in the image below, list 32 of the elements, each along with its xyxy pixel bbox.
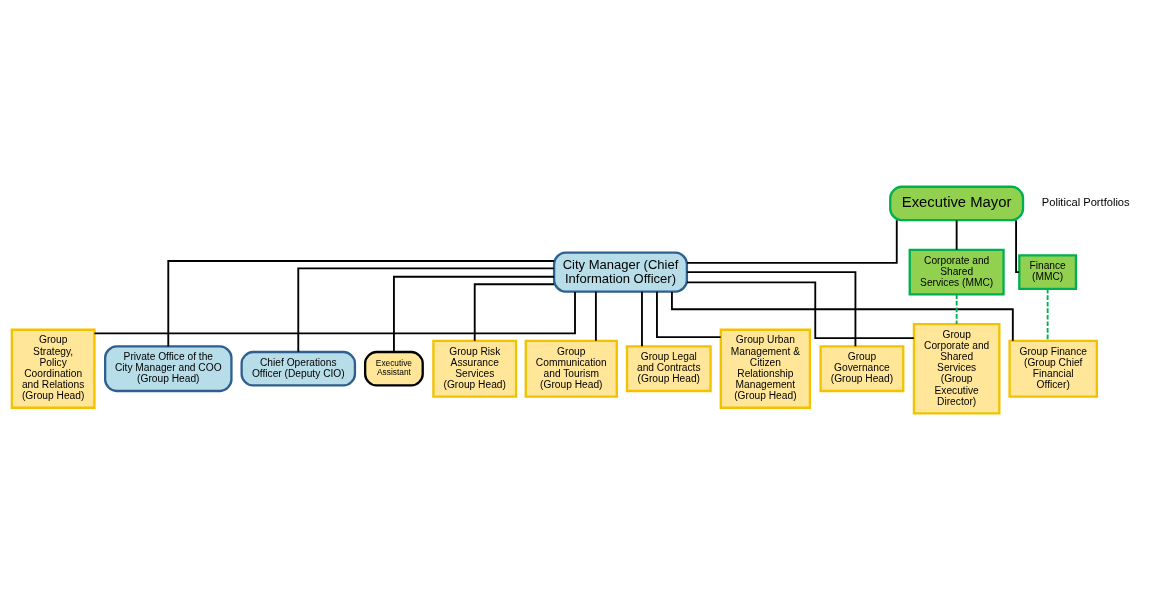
connector [473,282,555,342]
connector [167,259,555,347]
connector [955,293,958,325]
node-box: Chief Operations Officer (Deputy CIO) [240,350,357,387]
node-box: Executive Assistant [363,350,424,387]
connector [656,290,722,338]
node-box: City Manager (Chief Information Officer) [552,251,689,293]
node-box: Group Risk Assurance Services (Group Head) [432,339,518,398]
node-box: Finance (MMC) [1018,253,1078,290]
connector [686,270,857,347]
connector [686,218,898,264]
connector [686,280,915,339]
connector [297,267,555,353]
node-box: Group Communication and Tourism (Group Head) [524,339,618,398]
connector [671,290,1014,342]
connector [955,219,958,251]
node-box: Group Governance (Group Head) [819,344,905,392]
node-box: Group Strategy, Policy Coordination and Relations (Group Head) [10,328,96,409]
node-box: Group Legal and Contracts (Group Head) [625,344,712,392]
node-box: Group Finance (Group Chief Financial Officer) [1008,339,1098,398]
node-box: Group Urban Management & Citizen Relationship Management (Group Head) [719,328,812,409]
connector [1046,287,1049,342]
connector [393,275,555,353]
node-box: Executive Mayor [889,185,1025,221]
connector [1015,219,1021,273]
connector [641,290,643,347]
node-box: Group Corporate and Shared Services (Group Executive Director) [912,322,1001,414]
connector [93,290,576,334]
node-box: Private Office of the City Manager and COO (Group Head) [104,344,233,392]
node-box: Corporate and Shared Services (MMC) [908,248,1005,296]
connector [594,290,597,342]
label: Political Portfolios [1041,195,1130,208]
